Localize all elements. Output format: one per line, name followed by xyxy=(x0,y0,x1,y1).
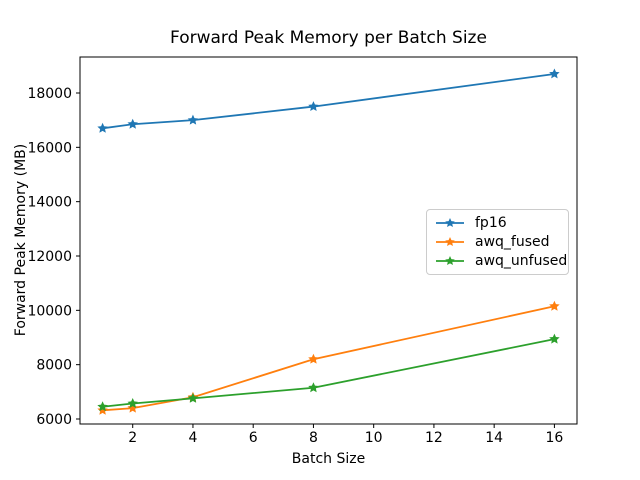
legend-label-awq_fused: awq_fused xyxy=(475,234,550,250)
marker-awq_fused xyxy=(97,404,108,415)
marker-awq_unfused xyxy=(187,392,199,403)
legend-row-awq_fused: awq_fused xyxy=(435,233,560,252)
y-tick-label: 16000 xyxy=(27,140,72,156)
legend-label-awq_unfused: awq_unfused xyxy=(475,252,568,269)
legend-line-sample xyxy=(436,255,464,265)
marker-fp16 xyxy=(127,118,138,129)
marker-fp16 xyxy=(187,114,199,125)
x-tick-label: 16 xyxy=(545,430,563,446)
legend-line-sample xyxy=(436,237,464,247)
y-tick-label: 8000 xyxy=(36,358,72,374)
marker-awq_unfused xyxy=(549,333,560,344)
legend-star-icon xyxy=(445,237,455,247)
marker-awq_fused xyxy=(127,402,138,413)
legend-star-icon xyxy=(445,218,455,228)
x-tick-label: 14 xyxy=(485,430,503,446)
legend-row-fp16: fp16 xyxy=(435,214,560,233)
marker-awq_unfused xyxy=(97,401,108,412)
legend-star-icon xyxy=(445,255,455,265)
y-tick-label: 14000 xyxy=(27,195,72,211)
x-tick-label: 4 xyxy=(188,430,197,446)
series-line-awq_fused xyxy=(101,305,556,412)
y-tick-label: 6000 xyxy=(36,412,72,428)
legend: fp16 awq_fused awq_unfused xyxy=(426,209,569,275)
series-line-fp16 xyxy=(101,73,556,130)
marker-awq_fused xyxy=(549,300,560,311)
x-tick-label: 10 xyxy=(365,430,383,446)
y-tick-label: 18000 xyxy=(27,86,72,102)
axes-frame xyxy=(79,56,578,425)
marker-fp16 xyxy=(549,68,560,79)
y-tick-label: 10000 xyxy=(27,303,72,319)
x-axis-label: Batch Size xyxy=(291,451,366,467)
marker-fp16 xyxy=(97,122,108,133)
chart-title: Forward Peak Memory per Batch Size xyxy=(170,28,487,48)
marker-awq_unfused xyxy=(308,382,319,393)
legend-line-sample xyxy=(436,218,464,228)
x-tick-label: 12 xyxy=(425,430,443,446)
x-tick-label: 6 xyxy=(249,430,258,446)
x-tick-label: 2 xyxy=(128,430,137,446)
legend-label-fp16: fp16 xyxy=(475,215,507,232)
marker-fp16 xyxy=(308,101,319,112)
series-line-awq_unfused xyxy=(101,338,556,408)
x-tick-label: 8 xyxy=(309,430,318,446)
y-tick-label: 12000 xyxy=(27,249,72,265)
legend-row-awq_unfused: awq_unfused xyxy=(435,251,567,270)
marker-awq_fused xyxy=(308,353,319,364)
marker-awq_unfused xyxy=(127,398,138,408)
